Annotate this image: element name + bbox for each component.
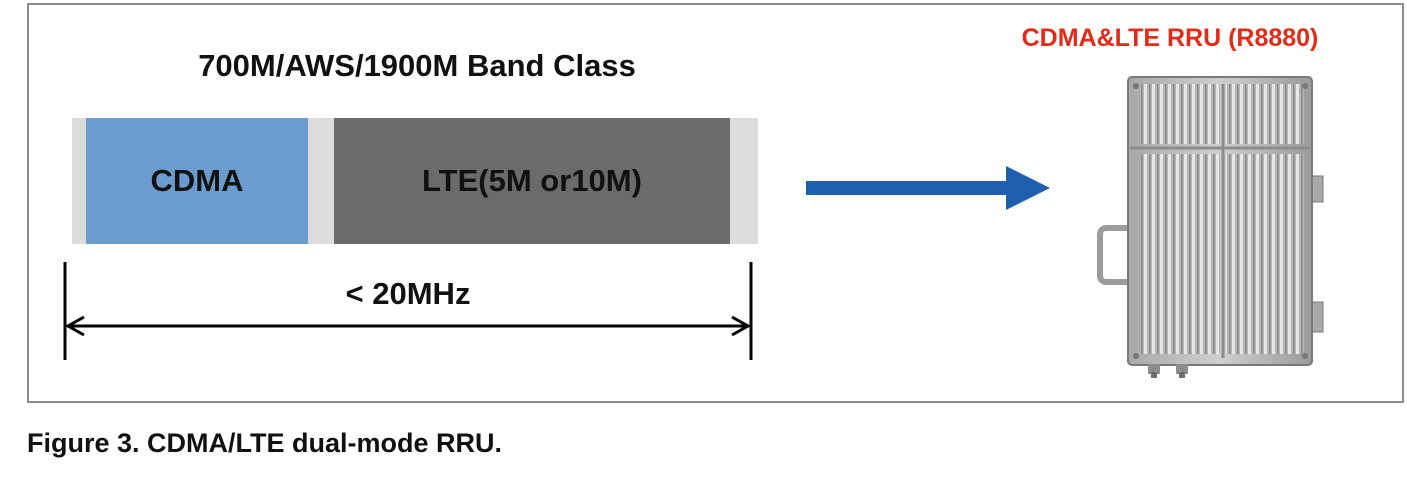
guard-band-left: [72, 118, 86, 244]
bandwidth-label: < 20MHz: [345, 276, 471, 311]
lte-label: LTE(5M or10M): [422, 163, 642, 198]
cdma-label: CDMA: [150, 163, 244, 198]
cdma-band: [86, 118, 308, 244]
figure-caption: Figure 3. CDMA/LTE dual-mode RRU.: [27, 428, 503, 458]
rru-title: CDMA&LTE RRU (R8880): [1021, 24, 1319, 52]
band-class-title: 700M/AWS/1900M Band Class: [198, 48, 636, 83]
bandwidth-dimension: [63, 262, 753, 360]
guard-band-right: [730, 118, 758, 244]
lte-band: [334, 118, 730, 244]
arrow-right-icon: [806, 166, 1050, 210]
rru-unit-icon: [1097, 76, 1324, 378]
guard-band-middle: [308, 118, 334, 244]
